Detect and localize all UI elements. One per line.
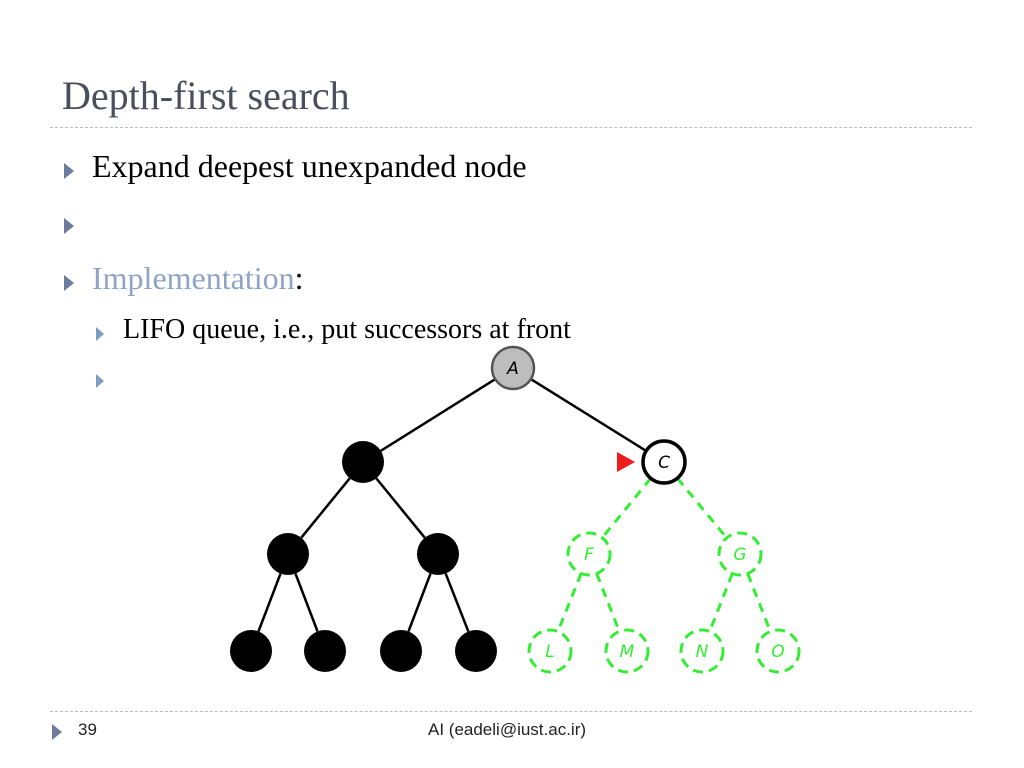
tree-node-label: M [620, 642, 635, 662]
sub-bullet-arrow-icon [96, 327, 104, 341]
tree-node-l: L [527, 628, 573, 674]
tree-node-o: O [755, 628, 801, 674]
tree-node-h [230, 630, 272, 672]
tree-node-label: O [771, 642, 784, 662]
tree-edge-E-J [407, 573, 432, 632]
tree-node-j [380, 630, 422, 672]
implementation-link[interactable]: Implementation [92, 260, 295, 296]
bullet-empty [64, 208, 102, 244]
bullet-expand-deepest: Expand deepest unexpanded node [64, 148, 527, 185]
tree-node-label: N [696, 642, 709, 662]
page-number: 39 [78, 720, 97, 739]
tree-node-d [267, 533, 309, 575]
tree-node-e [417, 533, 459, 575]
footer-divider [50, 711, 972, 712]
tree-node-label: A [506, 359, 519, 379]
tree-node-label: L [545, 642, 554, 662]
tree-edge-G-O [746, 573, 772, 632]
tree-node-c: C [641, 439, 687, 485]
tree-node-b [342, 441, 384, 483]
sub-bullet-lifo: LIFO queue, i.e., put successors at fron… [96, 314, 571, 346]
tree-edge-B-E [375, 477, 426, 539]
tree-node-i [304, 630, 346, 672]
bullet-text: Expand deepest unexpanded node [92, 148, 527, 184]
tree-edge-A-C [530, 378, 647, 452]
implementation-colon: : [294, 260, 304, 296]
sub-bullet-text: LIFO queue, i.e., put successors at fron… [123, 314, 571, 345]
bullet-arrow-icon [64, 275, 74, 291]
tree-edge-F-M [595, 573, 621, 632]
bullet-arrow-icon [64, 163, 74, 179]
tree-node-label: C [658, 453, 670, 473]
sub-bullet-empty [96, 366, 133, 396]
tree-edge-A-B [380, 378, 496, 452]
tree-node-n: N [679, 628, 725, 674]
tree-node-f: F [566, 531, 612, 577]
tree-node-k [455, 630, 497, 672]
sub-bullet-arrow-icon [96, 374, 104, 388]
tree-node-a: A [490, 345, 536, 391]
tree-node-g: G [717, 531, 763, 577]
current-node-marker-icon [617, 452, 635, 472]
tree-edge-C-F [601, 477, 652, 539]
tree-node-label: F [584, 545, 594, 565]
slide-title: Depth-first search [62, 73, 350, 118]
tree-marker [617, 452, 635, 472]
bullet-implementation: Implementation: [64, 260, 304, 297]
tree-nodes: A C F G L M N O [230, 345, 801, 674]
footer-arrow-icon [52, 724, 62, 740]
tree-edge-F-L [556, 572, 583, 633]
tree-node-label: G [733, 545, 746, 565]
tree-edge-D-H [257, 573, 282, 632]
tree-edge-C-G [676, 477, 728, 539]
tree-edge-G-N [708, 573, 734, 632]
footer-author: AI (eadeli@iust.ac.ir) [428, 720, 587, 739]
tree-edge-B-D [300, 477, 351, 539]
tree-edge-E-K [444, 573, 470, 632]
bullet-arrow-icon [64, 218, 74, 234]
tree-edges [257, 378, 772, 633]
title-divider [50, 127, 972, 128]
tree-edge-D-I [294, 573, 319, 632]
tree-node-m: M [604, 628, 650, 674]
